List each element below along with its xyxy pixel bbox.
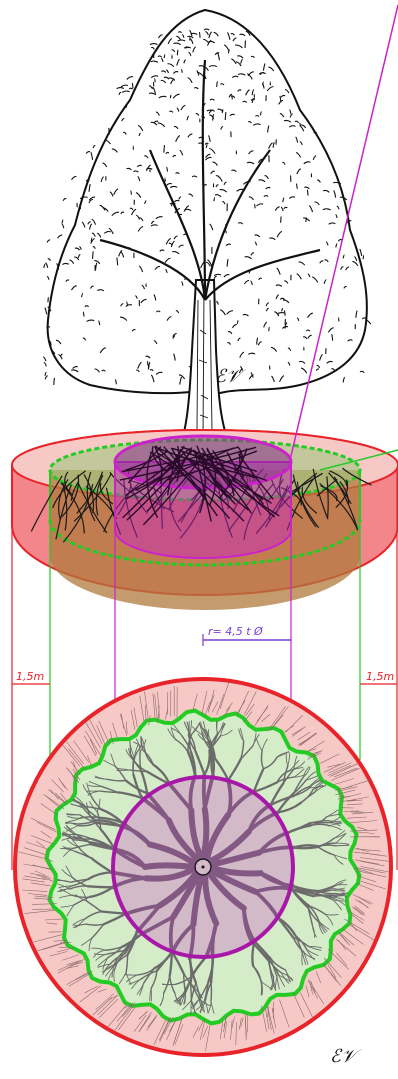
right-clearance-label: 1,5m (366, 670, 394, 683)
radius-formula-label: r= 4,5 t Ø (208, 625, 263, 638)
plan-view: ℰ𝒱 (15, 679, 391, 1067)
tree-illustration: ℰ𝒱 (43, 10, 371, 440)
left-clearance-label: 1,5m (16, 670, 44, 683)
dimension-left: 1,5m (12, 670, 50, 684)
dimension-radius: r= 4,5 t Ø (203, 625, 291, 646)
signature-bottom: ℰ𝒱 (330, 1046, 362, 1067)
dimension-right: 1,5m (360, 670, 397, 684)
